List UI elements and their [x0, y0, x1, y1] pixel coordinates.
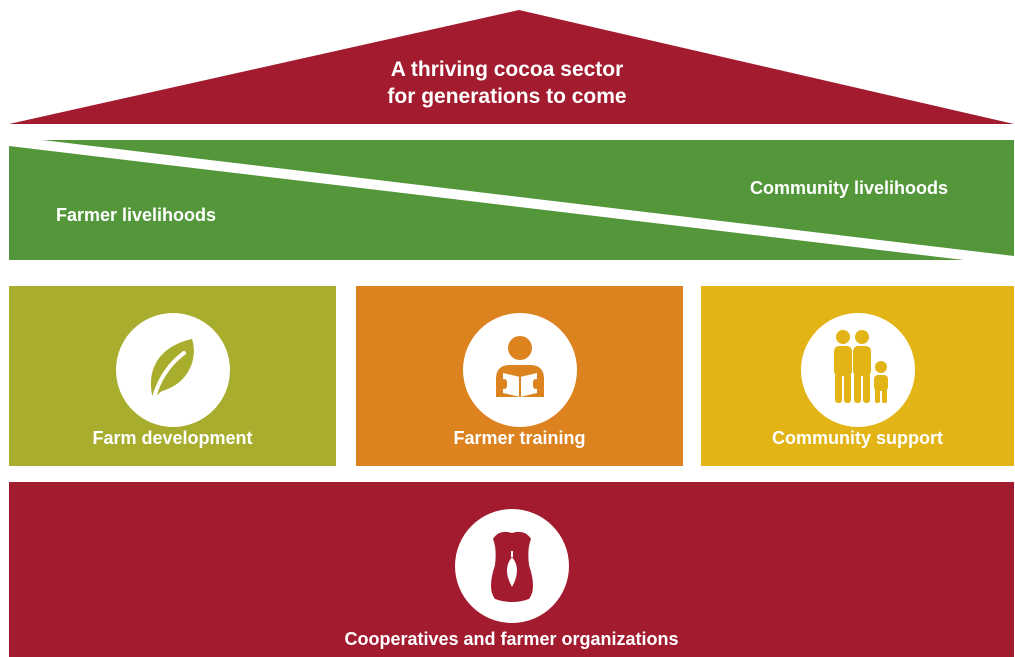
reader-icon: [495, 336, 544, 397]
roof-title: A thriving cocoa sector for generations …: [307, 56, 707, 110]
cooperatives-foundation: Cooperatives and farmer organizations: [9, 482, 1014, 657]
leaf-icon-circle: [115, 313, 230, 427]
community-support-label: Community support: [772, 428, 943, 448]
family-icon-circle: [800, 313, 915, 427]
cocoa-sack-icon-circle: [454, 509, 569, 623]
roof: [9, 10, 1014, 124]
farmer-training-label: Farmer training: [453, 428, 586, 448]
farmer-training-pillar: Farmer training: [356, 286, 683, 466]
community-livelihoods-label: Community livelihoods: [750, 178, 949, 198]
farm-development-label: Farm development: [92, 428, 253, 448]
cocoa-sack-icon: [490, 531, 533, 602]
roof-title-line-2: for generations to come: [387, 85, 627, 108]
farm-development-pillar: Farm development: [9, 286, 336, 466]
farmer-livelihoods-label: Farmer livelihoods: [56, 205, 217, 225]
community-support-pillar: Community support: [701, 286, 1014, 466]
livelihoods-band: [9, 136, 1014, 266]
band-divider: [9, 136, 1014, 266]
reader-icon-circle: [462, 313, 577, 427]
cooperatives-label: Cooperatives and farmer organizations: [344, 629, 679, 649]
roof-shape: [9, 10, 1014, 124]
family-icon: [833, 330, 888, 403]
roof-title-line-1: A thriving cocoa sector: [390, 58, 624, 81]
leaf-icon: [150, 339, 194, 403]
